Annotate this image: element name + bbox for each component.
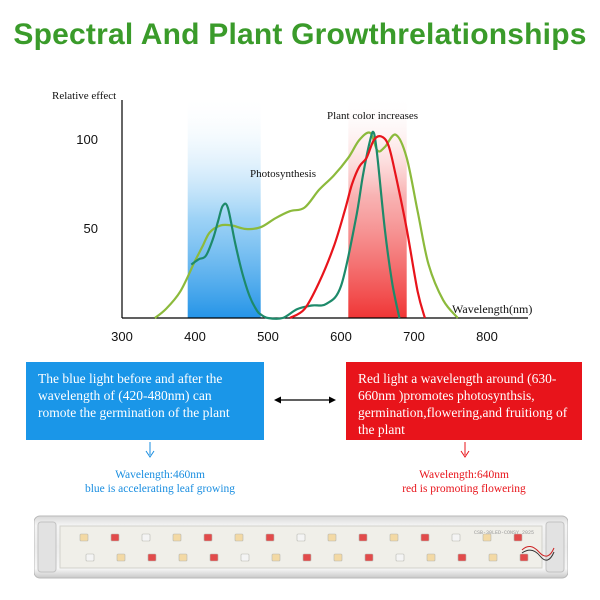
page-title: Spectral And Plant Growthrelationships [13, 18, 587, 51]
led-chip [420, 533, 430, 542]
led-chip [302, 553, 312, 562]
plant-color-curve [289, 134, 426, 319]
x-tick-label: 600 [330, 329, 352, 344]
led-chip [395, 553, 405, 562]
led-chip [178, 553, 188, 562]
spectrum-chart: 300 400 500 600 700 800 50 100 Relative effectWa… [52, 90, 532, 344]
led-chip [488, 553, 498, 562]
led-chip [451, 533, 461, 542]
photosynthesis-curve [154, 131, 459, 319]
x-tick-label: 800 [476, 329, 498, 344]
led-chip [364, 553, 374, 562]
led-chip [327, 533, 337, 542]
led-chip [519, 553, 529, 562]
red-wavelength-effect: red is promoting flowering [402, 483, 526, 495]
red-wavelength-caption: Wavelength:640nm red is promoting flower… [344, 468, 584, 496]
x-tick-label: 400 [184, 329, 206, 344]
double-arrow-icon [274, 396, 336, 404]
led-chip [203, 533, 213, 542]
led-chip [141, 533, 151, 542]
led-strip-image: CSB-30LED-CONSY 2025 [34, 515, 568, 579]
led-chip [482, 533, 492, 542]
red-light-info-box: Red light a wavelength around (630-660nm… [346, 362, 582, 440]
red-light-info-text: Red light a wavelength around (630-660nm… [358, 371, 568, 437]
blue-wavelength-effect: blue is accelerating leaf growing [84, 483, 236, 495]
led-chip [296, 533, 306, 542]
y-tick-label: 50 [84, 221, 98, 236]
led-chip [426, 553, 436, 562]
led-chip [85, 553, 95, 562]
blue-down-arrow-icon [145, 442, 155, 458]
photosynthesis-label: Photosynthesis [250, 168, 316, 180]
x-tick-label: 500 [257, 329, 279, 344]
y-axis-label: Relative effect [52, 90, 116, 102]
led-chip [110, 533, 120, 542]
led-chip [513, 533, 523, 542]
chlorophyll-curve [190, 130, 401, 320]
led-chip [116, 553, 126, 562]
blue-wavelength-caption: Wavelength:460nm blue is accelerating le… [40, 468, 280, 496]
led-chip [457, 553, 467, 562]
pcb-label: CSB-30LED-CONSY 2025 [474, 530, 534, 536]
blue-region [187, 95, 261, 318]
led-chip [389, 533, 399, 542]
led-chip [234, 533, 244, 542]
led-chip [147, 553, 157, 562]
led-chip [240, 553, 250, 562]
led-chip [271, 553, 281, 562]
led-chip [333, 553, 343, 562]
blue-light-info-box: The blue light before and after the wave… [26, 362, 264, 440]
red-down-arrow-icon [460, 442, 470, 458]
led-chip [209, 553, 219, 562]
blue-wavelength-label: Wavelength:460nm [115, 469, 205, 481]
plant-color-label: Plant color increases [327, 110, 418, 122]
led-chip [79, 533, 89, 542]
red-wavelength-label: Wavelength:640nm [419, 469, 509, 481]
blue-light-info-text: The blue light before and after the wave… [38, 371, 230, 420]
x-tick-label: 700 [403, 329, 425, 344]
x-tick-label: 300 [111, 329, 133, 344]
led-chip [265, 533, 275, 542]
x-axis-label: Wavelength(nm) [452, 302, 532, 316]
led-chip [172, 533, 182, 542]
y-tick-label: 100 [76, 132, 98, 147]
led-chip [358, 533, 368, 542]
